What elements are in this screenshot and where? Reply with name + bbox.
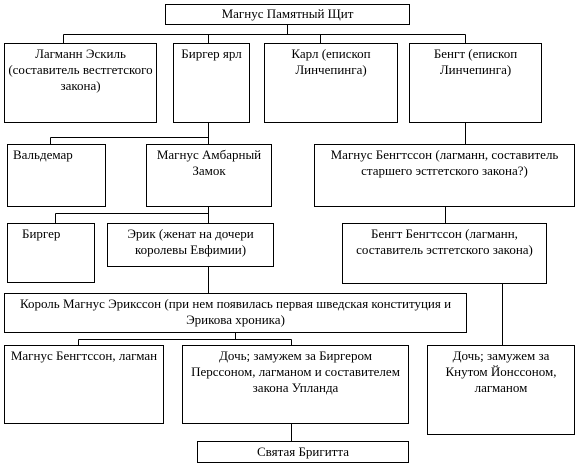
node-label: Святая Бригитта	[257, 444, 349, 459]
node-label: Магнус Амбарный Замок	[156, 147, 262, 178]
node-label: Магнус Бенгтссон (лагманн, составитель с…	[330, 147, 559, 178]
node-bengt-bishop: Бенгт (епископ Линчепинга)	[409, 43, 542, 123]
node-label: Король Магнус Эрикссон (при нем появилас…	[19, 296, 452, 327]
node-valdemar: Вальдемар	[7, 144, 106, 207]
node-lagmann-eskil: Лагманн Эскиль (составитель вестгетского…	[4, 43, 157, 123]
node-karl: Карл (епископ Линчепинга)	[264, 43, 398, 123]
node-label: Биргер ярл	[181, 46, 242, 61]
node-label: Магнус Памятный Щит	[221, 6, 354, 21]
node-daughter-knut-jonsson: Дочь; замужем за Кнутом Йонссоном, лагма…	[427, 345, 575, 435]
node-label: Вальдемар	[13, 147, 73, 162]
node-label: Биргер	[22, 226, 61, 241]
node-magnus-bengtsson-lagman: Магнус Бенгтссон, лагман	[4, 345, 164, 424]
node-magnus-barnlock: Магнус Амбарный Замок	[146, 144, 272, 207]
node-label: Дочь; замужем за Биргером Перссоном, лаг…	[191, 348, 400, 395]
node-birger-jarl: Биргер ярл	[173, 43, 250, 123]
node-label: Бенгт Бенгтссон (лагманн, составитель эс…	[356, 226, 533, 257]
node-label: Эрик (женат на дочери королевы Евфимии)	[127, 226, 254, 257]
node-label: Дочь; замужем за Кнутом Йонссоном, лагма…	[445, 348, 557, 395]
node-daughter-birger-persson: Дочь; замужем за Биргером Перссоном, лаг…	[182, 345, 409, 424]
node-magnus-bengtsson-senior: Магнус Бенгтссон (лагманн, составитель с…	[314, 144, 575, 207]
node-magnus-shield: Магнус Памятный Щит	[165, 4, 410, 25]
node-birger: Биргер	[7, 223, 95, 283]
node-label: Магнус Бенгтссон, лагман	[10, 348, 158, 363]
connector-barnlock-to-children	[55, 206, 209, 224]
node-bengt-bengtsson: Бенгт Бенгтссон (лагманн, составитель эс…	[342, 223, 547, 284]
connector-birger-jarl-to-children	[50, 122, 209, 145]
node-king-magnus-eriksson: Король Магнус Эрикссон (при нем появилас…	[4, 293, 467, 333]
connector-king-to-children	[78, 332, 292, 346]
node-label: Бенгт (епископ Линчепинга)	[433, 46, 518, 77]
connector-shield-to-children	[63, 24, 466, 44]
node-label: Карл (епископ Линчепинга)	[291, 46, 371, 77]
node-label: Лагманн Эскиль (составитель вестгетского…	[8, 46, 153, 93]
node-saint-birgitta: Святая Бригитта	[197, 441, 409, 463]
node-erik: Эрик (женат на дочери королевы Евфимии)	[107, 223, 274, 267]
